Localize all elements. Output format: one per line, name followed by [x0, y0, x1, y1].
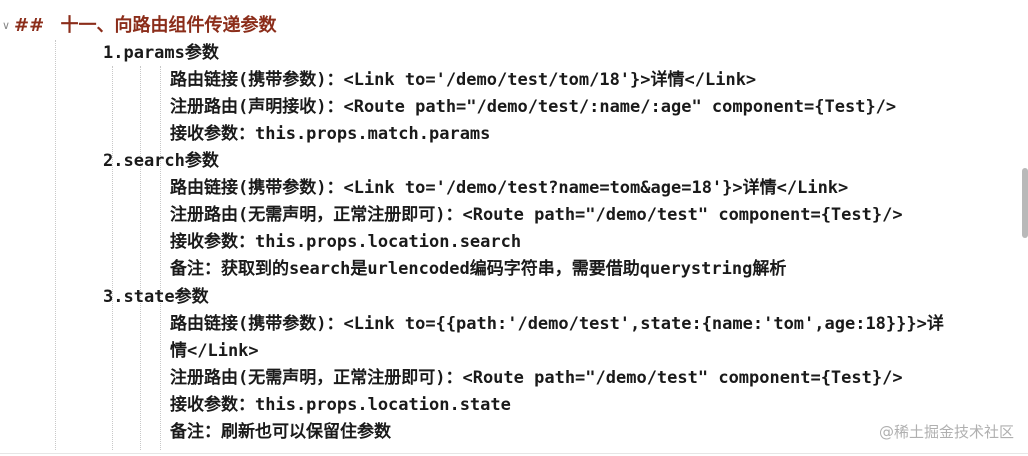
list-item: 接收参数：this.props.location.search: [170, 232, 522, 252]
list-item: 路由链接(携带参数)：<Link to='/demo/test/tom/18'}…: [170, 70, 757, 90]
subsection-title-search: 2.search参数: [103, 151, 219, 171]
watermark: @稀土掘金技术社区: [878, 423, 1014, 441]
vertical-scrollbar[interactable]: [1022, 168, 1028, 238]
list-item: 备注：获取到的search是urlencoded编码字符串，需要借助querys…: [170, 259, 787, 279]
list-item: 注册路由(无需声明，正常注册即可)：<Route path="/demo/tes…: [170, 205, 903, 225]
list-item: 接收参数：this.props.location.state: [170, 395, 511, 415]
list-item-continuation: 情</Link>: [170, 341, 259, 361]
indent-guide: [140, 66, 141, 450]
subsection-title-state: 3.state参数: [103, 287, 209, 307]
collapse-chevron-icon[interactable]: ∨: [2, 19, 11, 32]
list-item: 注册路由(声明接收)：<Route path="/demo/test/:name…: [170, 97, 897, 117]
list-item: 路由链接(携带参数)：<Link to='/demo/test?name=tom…: [170, 178, 849, 198]
indent-guide: [112, 66, 113, 450]
list-item: 备注：刷新也可以保留住参数: [170, 422, 391, 442]
list-item: 注册路由(无需声明，正常注册即可)：<Route path="/demo/tes…: [170, 368, 903, 388]
heading-text: 十一、向路由组件传递参数: [60, 15, 277, 36]
divider: [0, 453, 1028, 454]
list-item: 路由链接(携带参数)：<Link to={{path:'/demo/test',…: [170, 314, 944, 334]
indent-guide: [160, 66, 161, 450]
list-item: 接收参数：this.props.match.params: [170, 124, 491, 144]
indent-guide: [55, 40, 56, 450]
subsection-title-params: 1.params参数: [103, 43, 219, 63]
section-heading: ## 十一、向路由组件传递参数: [14, 13, 276, 39]
heading-marker: ##: [14, 15, 45, 36]
